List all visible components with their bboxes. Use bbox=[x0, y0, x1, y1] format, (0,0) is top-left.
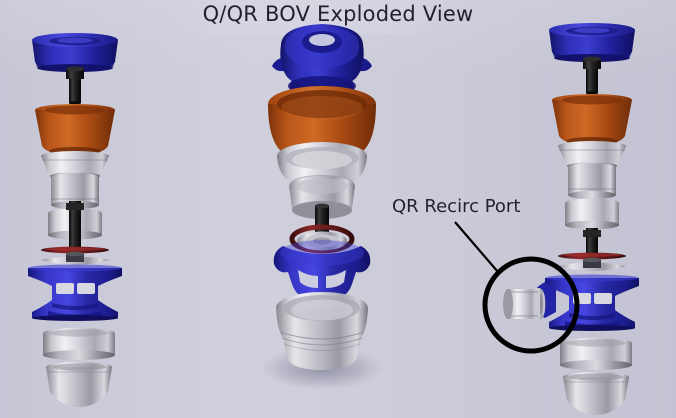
right-part-diaphragm bbox=[552, 94, 632, 145]
qr-recirc-port-callout bbox=[454, 221, 580, 354]
left-part-center-bolt-stem bbox=[66, 66, 84, 105]
right-part-top-cap bbox=[549, 23, 635, 62]
callout-leader-line bbox=[454, 221, 499, 273]
center-part-valve-bell-piston bbox=[276, 292, 368, 370]
left-part-piston-sleeve bbox=[51, 173, 99, 209]
right-part-o-ring bbox=[558, 252, 626, 260]
recirc-port-nipple bbox=[503, 288, 546, 320]
right-part-valve-bell-piston bbox=[563, 372, 629, 415]
center-part-o-ring bbox=[289, 224, 355, 254]
right-part-center-bolt-stem bbox=[583, 56, 601, 95]
left-part-o-ring bbox=[41, 246, 109, 254]
center-exploded-view bbox=[260, 24, 384, 390]
right-part-valve-body-with-recirc-port bbox=[531, 274, 639, 331]
left-part-valve-body bbox=[28, 264, 122, 321]
left-part-valve-bell-piston bbox=[46, 362, 112, 407]
right-part-spring-seat-ring bbox=[565, 198, 619, 230]
left-part-shaft bbox=[66, 201, 84, 249]
right-part-piston-sleeve bbox=[568, 163, 616, 199]
left-part-top-cap bbox=[32, 33, 118, 72]
right-part-shaft bbox=[583, 228, 601, 254]
left-part-collar-ring bbox=[43, 328, 115, 360]
right-part-collar-ring bbox=[560, 338, 632, 370]
center-part-washer bbox=[297, 231, 347, 251]
left-part-washer bbox=[41, 251, 109, 265]
left-exploded-view bbox=[28, 33, 122, 407]
callout-circle bbox=[482, 256, 580, 354]
right-exploded-view bbox=[531, 23, 639, 415]
left-part-diaphragm bbox=[35, 104, 115, 155]
right-part-washer bbox=[558, 257, 626, 271]
center-part-top-cap-dome bbox=[272, 24, 372, 96]
center-part-shaft bbox=[315, 203, 329, 238]
qr-recirc-port-label: QR Recirc Port bbox=[392, 196, 521, 217]
page-title: Q/QR BOV Exploded View bbox=[202, 2, 474, 26]
